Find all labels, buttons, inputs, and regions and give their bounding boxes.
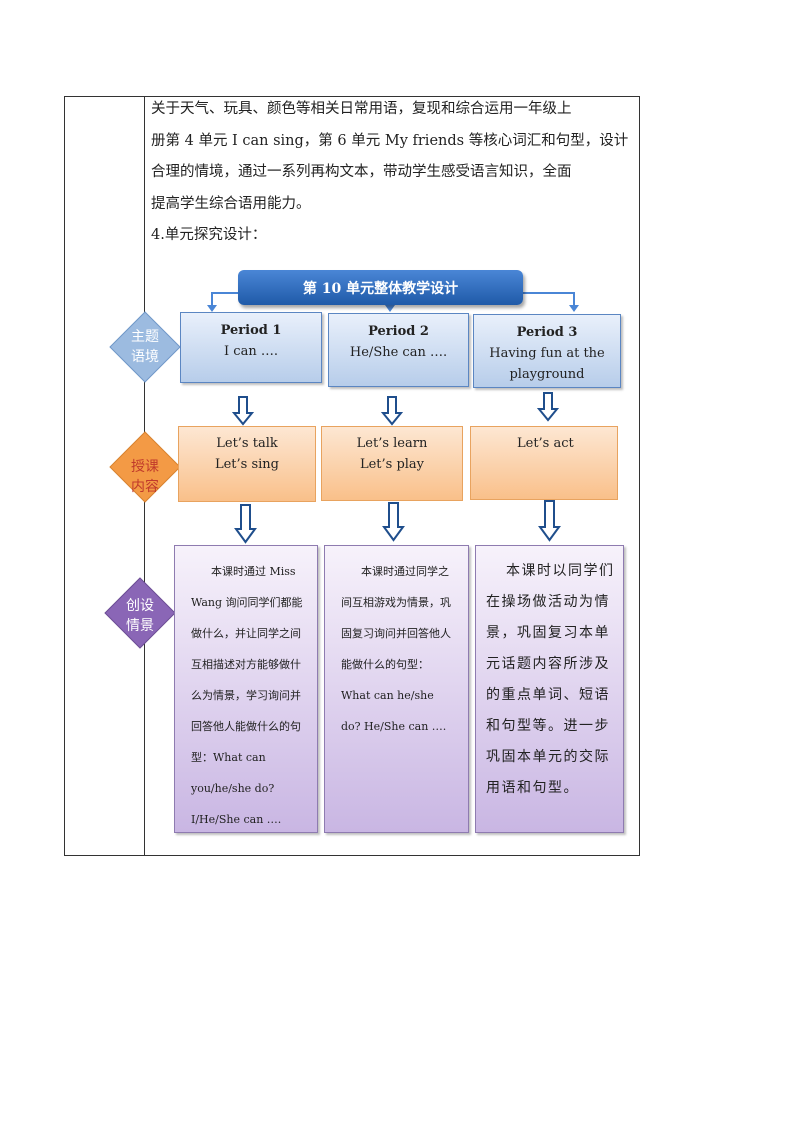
- intro-paragraph: 关于天气、玩具、颜色等相关日常用语，复现和综合运用一年级上 册第 4 单元 I …: [151, 94, 635, 252]
- content-label-line: 内容: [131, 479, 159, 495]
- arrow-down-icon: [536, 392, 560, 422]
- lesson-item: Let’s talk: [216, 436, 278, 451]
- branch-left-arrowhead: [207, 305, 217, 312]
- theme-label: 主题 语境: [110, 327, 180, 367]
- description-text: 本课时以同学们在操场做活动为情景，巩固复习本单元话题内容所涉及的重点单词、短语和…: [486, 563, 615, 796]
- description-box: 本课时以同学们在操场做活动为情景，巩固复习本单元话题内容所涉及的重点单词、短语和…: [475, 545, 624, 833]
- lesson-item: Let’s play: [359, 457, 425, 472]
- lesson-box: Let’s talk Let’s sing: [178, 426, 316, 502]
- theme-label-line: 语境: [131, 349, 159, 365]
- diagram-header: 第 10 单元整体教学设计: [238, 270, 523, 305]
- period-subtitle: I can ….: [224, 344, 278, 359]
- lesson-box: Let’s act: [470, 426, 618, 500]
- lesson-item: Let’s sing: [214, 457, 279, 472]
- scenario-label: 创设 情景: [105, 596, 175, 636]
- content-diamond: [109, 431, 181, 503]
- period-box: Period 2 He/She can ….: [328, 313, 469, 387]
- period-title: Period 1: [220, 323, 282, 338]
- theme-label-line: 主题: [131, 329, 159, 345]
- period-title: Period 2: [368, 324, 429, 339]
- period-title: Period 3: [516, 325, 578, 340]
- branch-right-line: [523, 292, 575, 306]
- period-box: Period 3 Having fun at the playground: [473, 314, 621, 388]
- description-text: 本课时通过 Miss Wang 询问同学们都能做什么，并让同学之间互相描述对方能…: [191, 565, 303, 826]
- content-label-line: 授课: [131, 459, 159, 475]
- period-subtitle: Having fun at the playground: [489, 346, 605, 382]
- arrow-down-icon: [231, 396, 255, 426]
- section-heading: 4.单元探究设计：: [151, 227, 267, 243]
- paragraph-line: 关于天气、玩具、颜色等相关日常用语，复现和综合运用一年级上: [151, 101, 572, 117]
- description-box: 本课时通过同学之间互相游戏为情景，巩固复习询问并回答他人能做什么的句型：What…: [324, 545, 469, 833]
- branch-center-arrowhead: [385, 305, 395, 312]
- paragraph-line: 合理的情境，通过一系列再构文本，带动学生感受语言知识，全面: [151, 164, 572, 180]
- period-subtitle: He/She can ….: [349, 345, 448, 360]
- lesson-item: Let’s act: [517, 436, 574, 451]
- theme-diamond: [109, 311, 181, 383]
- description-box: 本课时通过 Miss Wang 询问同学们都能做什么，并让同学之间互相描述对方能…: [174, 545, 318, 833]
- arrow-down-icon: [382, 502, 405, 542]
- branch-left-line: [211, 292, 238, 306]
- arrow-down-icon: [380, 396, 404, 426]
- lesson-box: Let’s learn Let’s play: [321, 426, 463, 501]
- arrow-down-icon: [538, 500, 561, 542]
- arrow-down-icon: [234, 504, 257, 544]
- scenario-label-line: 创设: [126, 598, 154, 614]
- scenario-diamond: [104, 577, 176, 649]
- lesson-item: Let’s learn: [356, 436, 428, 451]
- table-frame: [64, 96, 640, 856]
- period-box: Period 1 I can ….: [180, 312, 322, 383]
- description-text: 本课时通过同学之间互相游戏为情景，巩固复习询问并回答他人能做什么的句型：What…: [341, 565, 451, 733]
- scenario-label-line: 情景: [126, 618, 154, 634]
- paragraph-line: 册第 4 单元 I can sing，第 6 单元 My friends 等核心…: [151, 132, 629, 149]
- branch-right-arrowhead: [569, 305, 579, 312]
- content-label: 授课 内容: [110, 457, 180, 497]
- paragraph-line: 提高学生综合语用能力。: [151, 195, 311, 212]
